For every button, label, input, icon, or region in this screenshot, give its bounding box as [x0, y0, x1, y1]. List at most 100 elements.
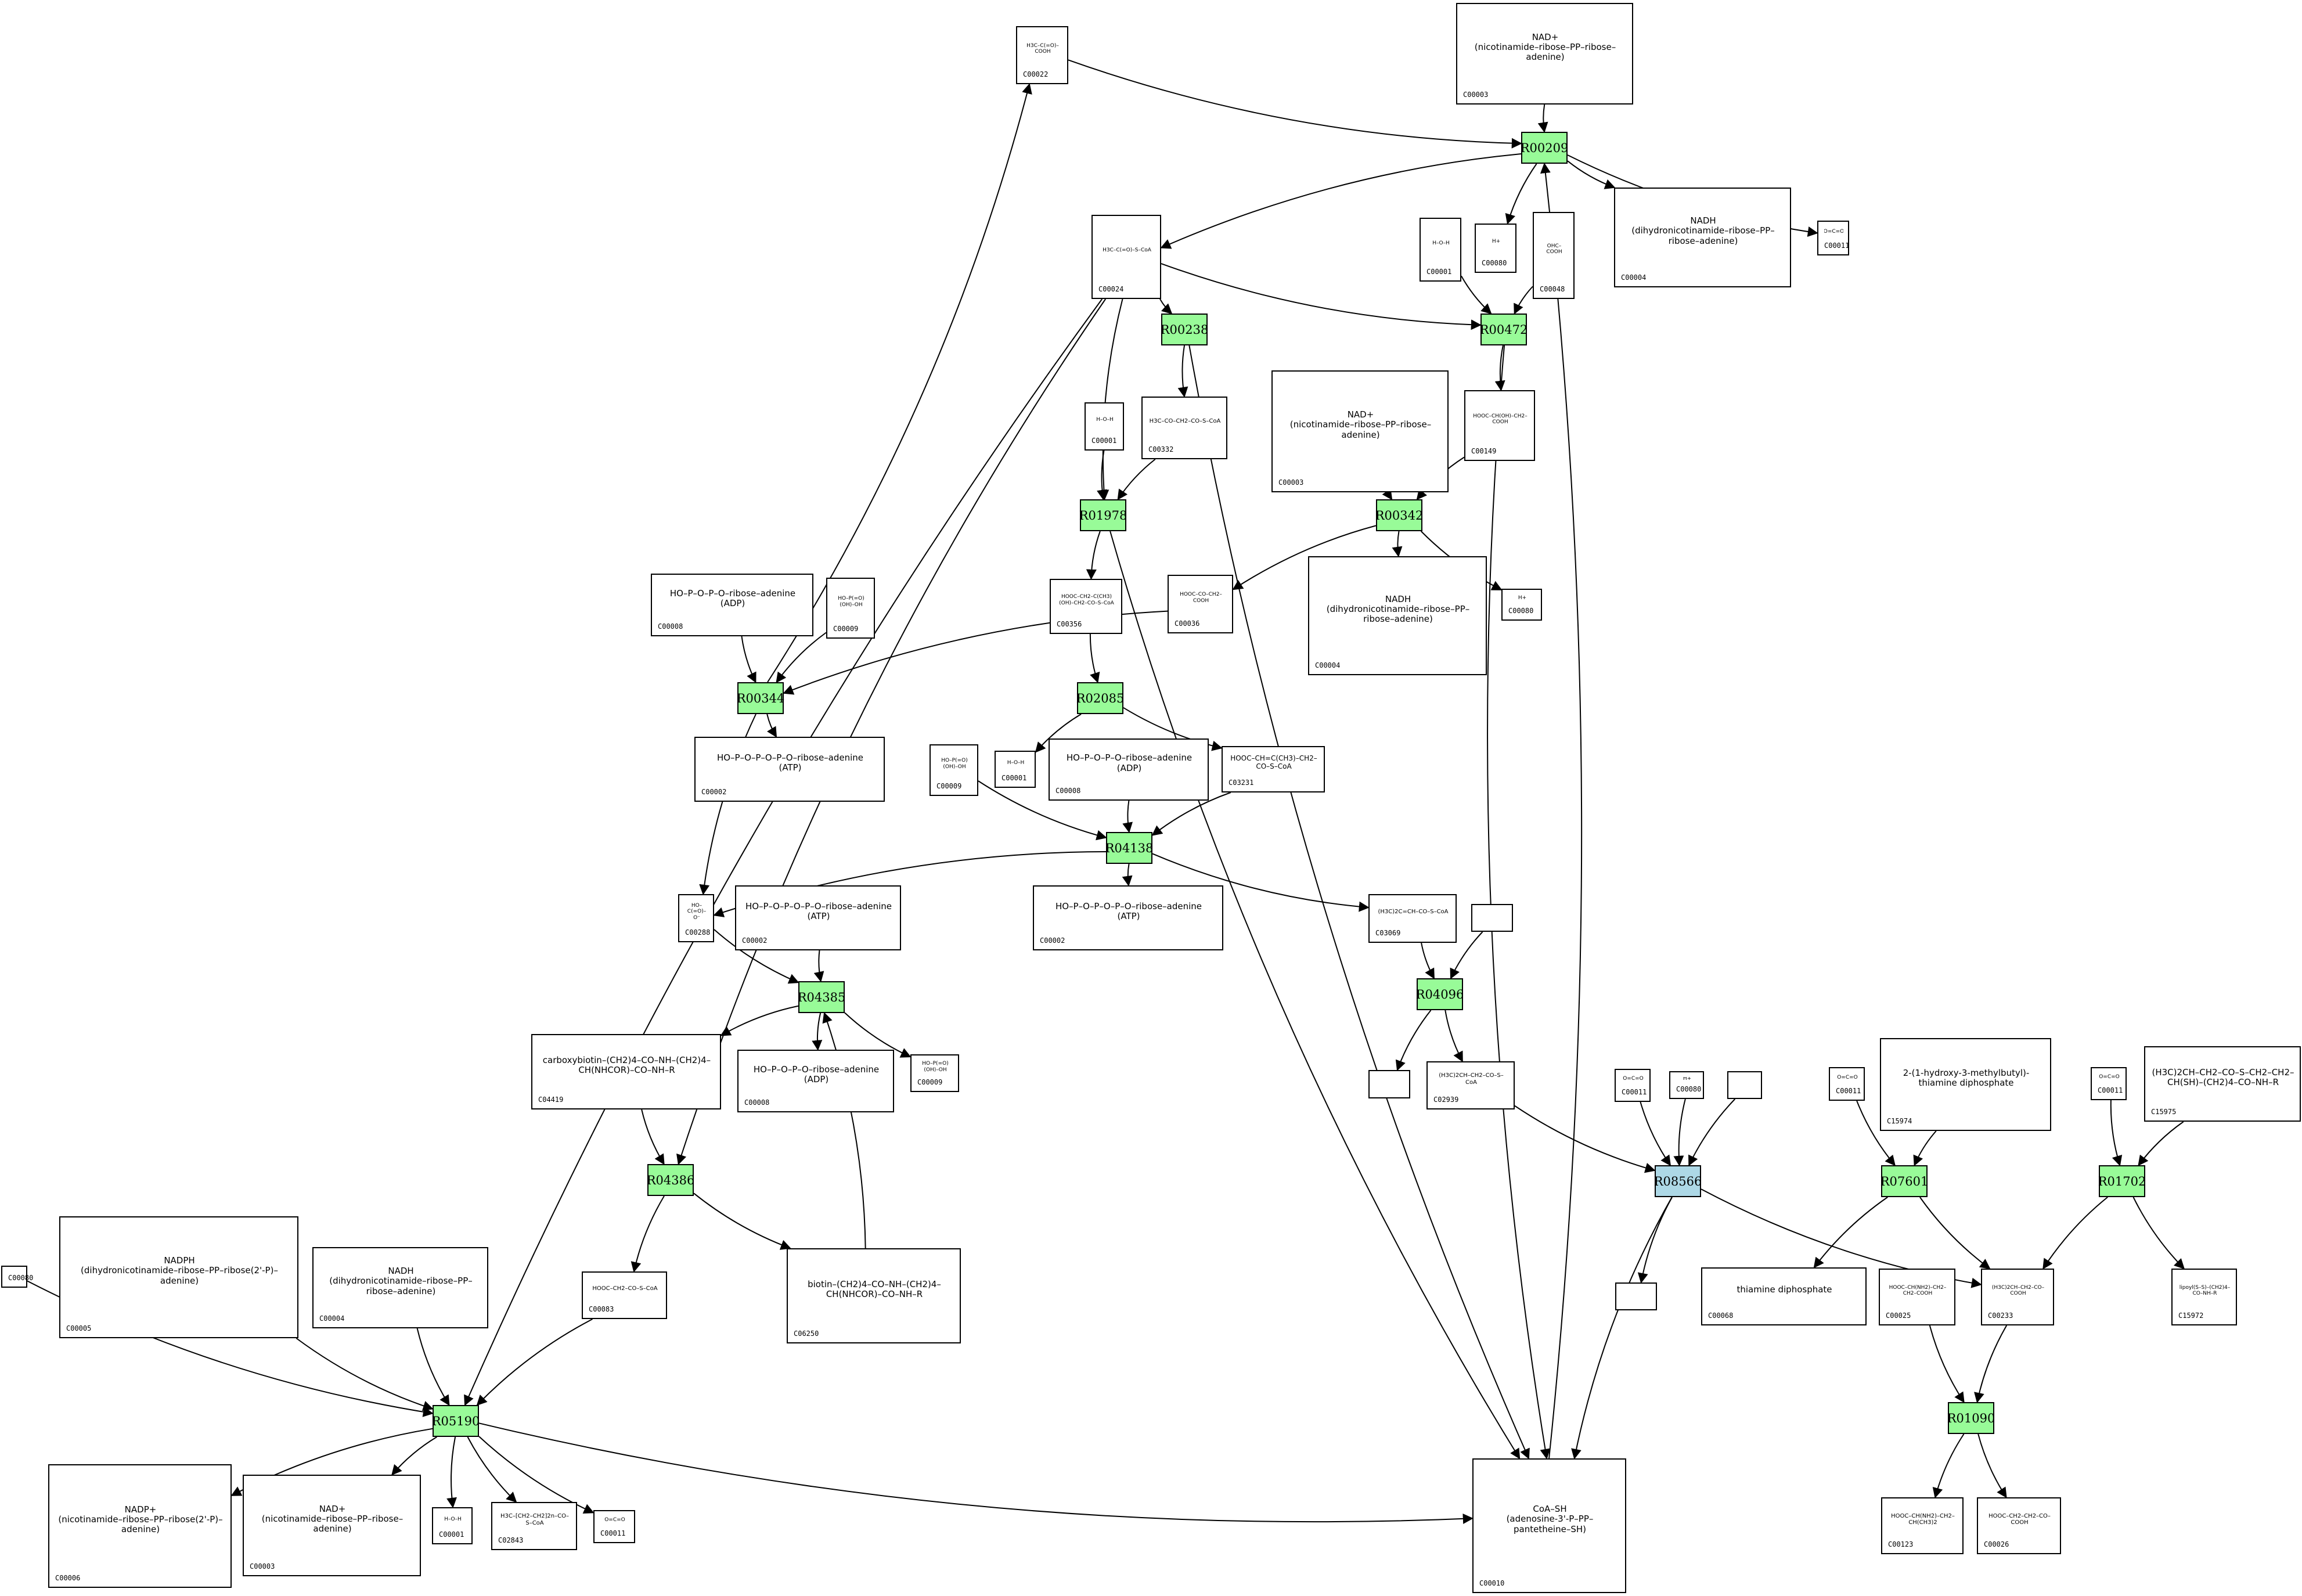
reaction-node-r01978[interactable]: R01978	[1079, 499, 1127, 531]
structure-drawing: NADH (dihydronicotinamide–ribose–PP–ribo…	[329, 1266, 473, 1296]
compound-id-label: C00003	[1463, 91, 1489, 99]
compound-node-c00008[interactable]: HO–P–O–P–O–ribose–adenine (ADP)C00008	[651, 574, 813, 636]
compound-node-empty[interactable]	[1471, 904, 1513, 932]
compound-node-c00003[interactable]: NAD+ (nicotinamide–ribose–PP–ribose–aden…	[243, 1475, 421, 1576]
compound-node-c00004[interactable]: NADH (dihydronicotinamide–ribose–PP–ribo…	[312, 1247, 488, 1328]
compound-node-c00004[interactable]: NADH (dihydronicotinamide–ribose–PP–ribo…	[1308, 556, 1487, 675]
compound-node-c00002[interactable]: HO–P–O–P–O–P–O–ribose–adenine (ATP)C0000…	[735, 885, 901, 950]
compound-node-c00288[interactable]: HO–C(=O)–O⁻C00288	[678, 894, 714, 942]
reaction-node-r02085[interactable]: R02085	[1076, 682, 1124, 714]
structure-drawing: (H3C)2CH–CH2–CO–S–CH2–CH2–CH(SH)–(CH2)4–…	[2152, 1067, 2294, 1087]
reaction-node-r04138[interactable]: R04138	[1105, 832, 1153, 864]
structure-drawing	[1375, 1076, 1404, 1080]
compound-node-c00005[interactable]: NADPH (dihydronicotinamide–ribose–PP–rib…	[59, 1216, 298, 1338]
edge-c00024-to-r01978	[1098, 298, 1123, 500]
edge-c02939-to-r08566	[1514, 1105, 1656, 1173]
compound-node-c00080[interactable]: H+C00080	[1501, 589, 1542, 621]
structure-drawing: H3C–[CH2–CH2]2n–CO–S–CoA	[500, 1513, 569, 1526]
compound-node-c00002[interactable]: HO–P–O–P–O–P–O–ribose–adenine (ATP)C0000…	[1033, 885, 1223, 950]
reaction-node-r00472[interactable]: R00472	[1480, 314, 1528, 345]
compound-id-label: C00009	[917, 1078, 943, 1086]
edge-c04419-to-r04386	[641, 1109, 665, 1165]
edge-blank_c-to-r08566	[1688, 1098, 1736, 1166]
compound-node-c00002[interactable]: HO–P–O–P–O–P–O–ribose–adenine (ATP)C0000…	[694, 737, 885, 802]
edge-c00010-to-r00209	[1540, 163, 1583, 1459]
compound-node-c00004[interactable]: NADH (dihydronicotinamide–ribose–PP–ribo…	[1614, 188, 1791, 287]
structure-drawing: thiamine diphosphate	[1737, 1284, 1832, 1295]
compound-node-c04419[interactable]: carboxybiotin–(CH2)4–CO–NH–(CH2)4–CH(NHC…	[531, 1034, 721, 1109]
structure-drawing: H–O–H	[1432, 240, 1450, 246]
compound-node-c00080[interactable]: H+C00080	[1475, 224, 1516, 273]
compound-node-c00008[interactable]: HO–P–O–P–O–ribose–adenine (ADP)C00008	[737, 1050, 894, 1112]
edge-r05190-to-c00011_e	[478, 1436, 595, 1514]
compound-node-c00006[interactable]: NADP+ (nicotinamide–ribose–PP–ribose(2'-…	[48, 1464, 232, 1588]
compound-node-c00009[interactable]: HO–P(=O)(OH)–OH C00009	[910, 1054, 959, 1092]
reaction-node-r00344[interactable]: R00344	[737, 682, 784, 714]
reaction-node-r00342[interactable]: R00342	[1375, 499, 1423, 531]
compound-node-c00080[interactable]: H+C00080	[1669, 1071, 1704, 1099]
compound-node-empty[interactable]	[1368, 1070, 1410, 1098]
reaction-node-r01090[interactable]: R01090	[1947, 1402, 1995, 1434]
compound-id-label: C00009	[936, 782, 962, 790]
structure-drawing: HOOC–CH2–CH2–CO–COOH	[1988, 1512, 2051, 1526]
compound-node-empty[interactable]	[1615, 1282, 1657, 1310]
reaction-node-r05190[interactable]: R05190	[432, 1405, 480, 1437]
structure-drawing: NADH (dihydronicotinamide–ribose–PP–ribo…	[1631, 215, 1775, 246]
edge-r01702-to-c15972	[2132, 1197, 2185, 1270]
reaction-node-r01702[interactable]: R01702	[2098, 1165, 2146, 1197]
compound-node-c15974[interactable]: 2-(1-hydroxy-3-methylbutyl)-thiamine dip…	[1880, 1038, 2051, 1131]
compound-node-c00008[interactable]: HO–P–O–P–O–ribose–adenine (ADP)C00008	[1049, 738, 1209, 801]
edge-r00238-to-c00332	[1177, 345, 1188, 398]
edge-r04386-to-c00083	[631, 1195, 665, 1273]
edge-r04138-to-c03069	[1152, 853, 1370, 912]
reaction-node-r00209[interactable]: R00209	[1521, 132, 1568, 164]
compound-node-c00080[interactable]: H+C00080	[1, 1266, 33, 1288]
compound-node-c00003[interactable]: NAD+ (nicotinamide–ribose–PP–ribose–aden…	[1456, 3, 1633, 105]
edge-c00011_d-to-r01702	[2110, 1100, 2123, 1166]
structure-drawing: carboxybiotin–(CH2)4–CO–NH–(CH2)4–CH(NHC…	[542, 1054, 711, 1075]
compound-node-c06250[interactable]: biotin–(CH2)4–CO–NH–(CH2)4–CH(NHCOR)–CO–…	[787, 1248, 961, 1343]
reaction-node-r00238[interactable]: R00238	[1161, 314, 1208, 345]
compound-id-label: C00001	[1002, 774, 1027, 782]
reaction-node-r04096[interactable]: R04096	[1416, 978, 1464, 1010]
reaction-node-r07601[interactable]: R07601	[1880, 1165, 1928, 1197]
reaction-node-r04385[interactable]: R04385	[798, 981, 845, 1013]
compound-node-c15975[interactable]: (H3C)2CH–CH2–CO–S–CH2–CH2–CH(SH)–(CH2)4–…	[2144, 1046, 2301, 1122]
edge-r01090-to-c00026	[1977, 1433, 2007, 1498]
reaction-node-r08566[interactable]: R08566	[1654, 1165, 1702, 1197]
compound-node-c00010[interactable]: CoA–SH (adenosine-3'-P–PP–pantetheine–SH…	[1472, 1458, 1626, 1593]
compound-node-c00003[interactable]: NAD+ (nicotinamide–ribose–PP–ribose–aden…	[1271, 370, 1449, 492]
structure-drawing: HO–P(=O)(OH)–OH	[922, 1061, 949, 1073]
compound-node-empty[interactable]	[1727, 1071, 1762, 1099]
reaction-node-r04386[interactable]: R04386	[647, 1164, 694, 1196]
